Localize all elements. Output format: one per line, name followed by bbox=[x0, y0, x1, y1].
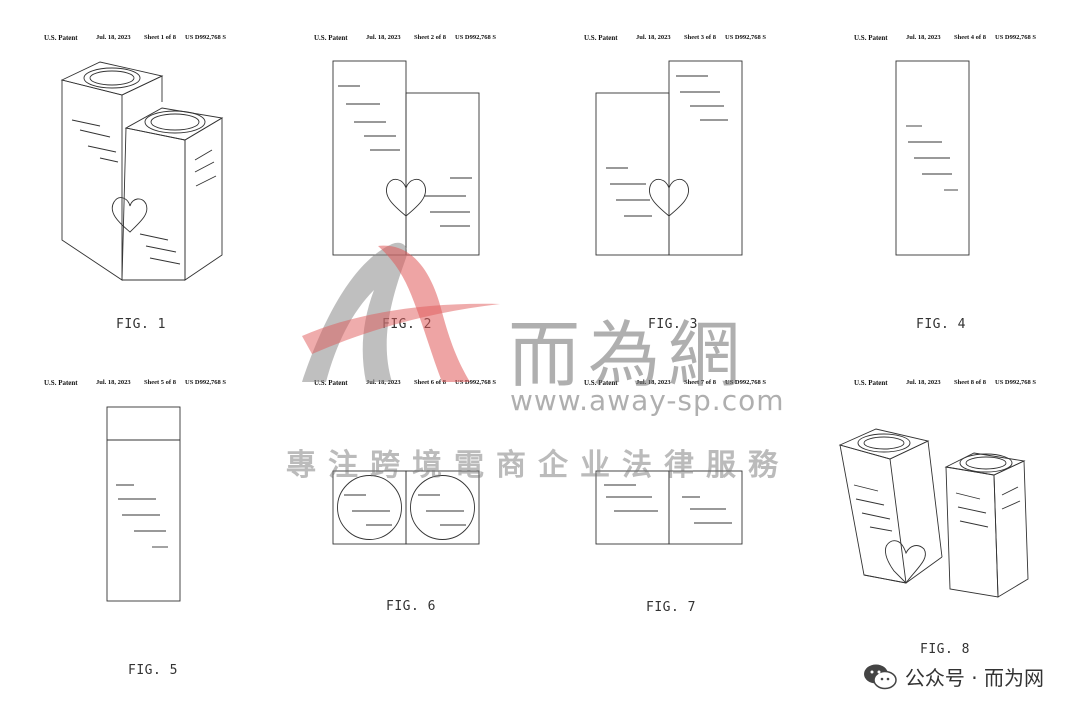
fig-7-bottom-view-drawing bbox=[595, 470, 743, 545]
wechat-footer: 公众号 · 而为网 bbox=[863, 662, 1044, 691]
header-date: Jul. 18, 2023 bbox=[96, 34, 131, 41]
fig-3-rear-view-drawing bbox=[595, 60, 743, 256]
sheet-3: U.S. Patent Jul. 18, 2023 Sheet 3 of 8 U… bbox=[540, 0, 810, 360]
sheet-1: U.S. Patent Jul. 18, 2023 Sheet 1 of 8 U… bbox=[0, 0, 270, 360]
fig-2-front-view-drawing bbox=[332, 60, 480, 256]
figure-label: FIG. 3 bbox=[648, 317, 698, 332]
patent-header: U.S. Patent Jul. 18, 2023 Sheet 7 of 8 U… bbox=[580, 379, 770, 391]
header-sheet: Sheet 5 of 8 bbox=[144, 379, 176, 386]
figure-label: FIG. 2 bbox=[382, 317, 432, 332]
header-sheet: Sheet 2 of 8 bbox=[414, 34, 446, 41]
header-left: U.S. Patent bbox=[854, 379, 888, 387]
header-sheet: Sheet 8 of 8 bbox=[954, 379, 986, 386]
header-number: US D992,768 S bbox=[185, 379, 226, 386]
header-number: US D992,768 S bbox=[455, 34, 496, 41]
sheet-8: U.S. Patent Jul. 18, 2023 Sheet 8 of 8 U… bbox=[810, 345, 1080, 705]
fig-8-exploded-perspective-drawing bbox=[838, 428, 1029, 598]
figure-label: FIG. 5 bbox=[128, 663, 178, 678]
header-date: Jul. 18, 2023 bbox=[636, 34, 671, 41]
header-left: U.S. Patent bbox=[44, 379, 78, 387]
figure-label: FIG. 4 bbox=[916, 317, 966, 332]
patent-header: U.S. Patent Jul. 18, 2023 Sheet 2 of 8 U… bbox=[310, 34, 500, 46]
patent-header: U.S. Patent Jul. 18, 2023 Sheet 6 of 8 U… bbox=[310, 379, 500, 391]
figure-label: FIG. 6 bbox=[386, 599, 436, 614]
header-sheet: Sheet 6 of 8 bbox=[414, 379, 446, 386]
fig-5-side-view-drawing bbox=[106, 406, 181, 602]
patent-header: U.S. Patent Jul. 18, 2023 Sheet 5 of 8 U… bbox=[40, 379, 230, 391]
header-left: U.S. Patent bbox=[584, 34, 618, 42]
header-left: U.S. Patent bbox=[44, 34, 78, 42]
footer-text: 公众号 · 而为网 bbox=[904, 666, 1044, 690]
header-date: Jul. 18, 2023 bbox=[906, 379, 941, 386]
header-left: U.S. Patent bbox=[584, 379, 618, 387]
figure-label: FIG. 7 bbox=[646, 600, 696, 615]
header-left: U.S. Patent bbox=[314, 34, 348, 42]
figure-label: FIG. 8 bbox=[920, 642, 970, 657]
header-number: US D992,768 S bbox=[185, 34, 226, 41]
sheet-6: U.S. Patent Jul. 18, 2023 Sheet 6 of 8 U… bbox=[270, 345, 540, 705]
fig-6-top-view-drawing bbox=[332, 470, 480, 545]
sheet-5: U.S. Patent Jul. 18, 2023 Sheet 5 of 8 U… bbox=[0, 345, 270, 705]
patent-header: U.S. Patent Jul. 18, 2023 Sheet 3 of 8 U… bbox=[580, 34, 770, 46]
header-sheet: Sheet 4 of 8 bbox=[954, 34, 986, 41]
patent-header: U.S. Patent Jul. 18, 2023 Sheet 8 of 8 U… bbox=[850, 379, 1040, 391]
header-sheet: Sheet 3 of 8 bbox=[684, 34, 716, 41]
header-number: US D992,768 S bbox=[725, 379, 766, 386]
sheet-2: U.S. Patent Jul. 18, 2023 Sheet 2 of 8 U… bbox=[270, 0, 540, 360]
fig-1-perspective-drawing bbox=[60, 61, 224, 281]
fig-4-side-view-drawing bbox=[895, 60, 970, 256]
figure-label: FIG. 1 bbox=[116, 317, 166, 332]
header-date: Jul. 18, 2023 bbox=[366, 34, 401, 41]
header-number: US D992,768 S bbox=[455, 379, 496, 386]
patent-header: U.S. Patent Jul. 18, 2023 Sheet 1 of 8 U… bbox=[40, 34, 230, 46]
header-sheet: Sheet 1 of 8 bbox=[144, 34, 176, 41]
header-date: Jul. 18, 2023 bbox=[636, 379, 671, 386]
header-number: US D992,768 S bbox=[995, 34, 1036, 41]
header-left: U.S. Patent bbox=[314, 379, 348, 387]
header-number: US D992,768 S bbox=[995, 379, 1036, 386]
patent-header: U.S. Patent Jul. 18, 2023 Sheet 4 of 8 U… bbox=[850, 34, 1040, 46]
header-left: U.S. Patent bbox=[854, 34, 888, 42]
sheet-4: U.S. Patent Jul. 18, 2023 Sheet 4 of 8 U… bbox=[810, 0, 1080, 360]
header-date: Jul. 18, 2023 bbox=[96, 379, 131, 386]
header-number: US D992,768 S bbox=[725, 34, 766, 41]
header-date: Jul. 18, 2023 bbox=[906, 34, 941, 41]
wechat-icon bbox=[863, 664, 897, 689]
sheet-7: U.S. Patent Jul. 18, 2023 Sheet 7 of 8 U… bbox=[540, 345, 810, 705]
header-sheet: Sheet 7 of 8 bbox=[684, 379, 716, 386]
header-date: Jul. 18, 2023 bbox=[366, 379, 401, 386]
